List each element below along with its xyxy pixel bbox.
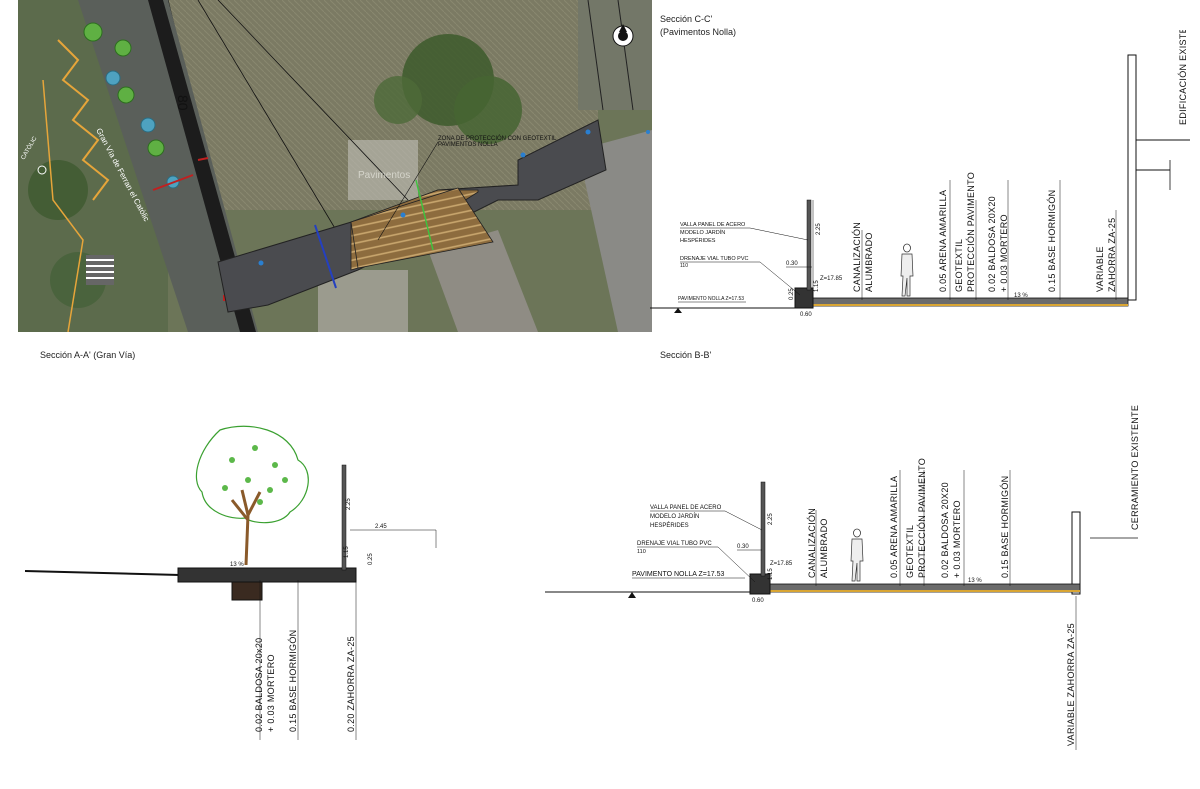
bb-dim-225: 2.25 (768, 513, 774, 525)
bb-label-baldosa-2: + 0.03 MORTERO (952, 500, 962, 578)
pavement-block (177, 567, 357, 583)
section-cc-title: Sección C-C' (660, 14, 713, 24)
bb-label-geo-1: GEOTEXTIL (905, 525, 915, 578)
aa-label-baldosa-1: 0.02 BALDOSA 20x20 (254, 638, 264, 732)
aa-dim-slope: 13 % (230, 562, 244, 568)
bb-label-drenaje-d: 110 (637, 549, 646, 555)
dim-z: Z=17.85 (820, 276, 843, 282)
bb-dim-030: 0.30 (737, 544, 749, 550)
label-valla-1: VALLA PANEL DE ACERO (680, 222, 746, 228)
human-figure-icon (900, 243, 914, 297)
bb-label-baldosa-1: 0.02 BALDOSA 20X20 (940, 482, 950, 578)
aa-dim-025: 0.25 (368, 553, 374, 565)
section-aa-title: Sección A-A' (Gran Vía) (40, 350, 136, 360)
label-edificacion-existente: EDIFICACIÓN EXISTENTE (1178, 30, 1188, 125)
zone-note-1: ZONA DE PROTECCIÓN CON GEOTEXTIL (438, 135, 557, 142)
label-variable-2: ZAHORRA ZA-25 (1107, 218, 1117, 292)
label-drenaje: DRENAJE VIAL TUBO PVC (680, 256, 748, 262)
bb-label-cerramiento: CERRAMIENTO EXISTENTE (1130, 405, 1140, 530)
section-cc-drawing: EDIFICACIÓN EXISTENTE PAVIMENTO NOLLA Z=… (650, 30, 1190, 318)
label-drenaje-d: 110 (680, 263, 688, 269)
bb-label-base: 0.15 BASE HORMIGÓN (1000, 476, 1010, 578)
bb-label-variable: VARIABLE ZAHORRA ZA-25 (1066, 623, 1076, 746)
building-block (578, 130, 652, 332)
label-canal-2: ALUMBRADO (864, 232, 874, 292)
bb-label-valla-2: MODELO JARDÍN (650, 513, 699, 520)
section-cc-subtitle: (Pavimentos Nolla) (660, 27, 737, 37)
existing-building-wall (1127, 54, 1137, 301)
zebra-crossing (86, 255, 114, 285)
tree-icon (195, 425, 309, 566)
dim-h-valla: 2.25 (816, 223, 822, 235)
bb-label-valla-1: VALLA PANEL DE ACERO (650, 505, 722, 511)
label-pavimento: PAVIMENTO NOLLA Z=17.53 (678, 296, 744, 302)
aa-fence-post (341, 464, 347, 571)
dim-115: 1.15 (814, 280, 820, 292)
label-variable-1: VARIABLE (1095, 246, 1105, 292)
label-valla-2: MODELO JARDÍN (680, 229, 725, 236)
bb-dim-060: 0.60 (752, 598, 764, 604)
plan-faint-text: Pavimentos (358, 170, 410, 181)
zone-note-2: PAVIMENTOS NOLLA (438, 142, 498, 148)
bb-label-valla-3: HESPÉRIDES (650, 522, 689, 529)
bb-label-pavimento: PAVIMENTO NOLLA Z=17.53 (632, 571, 725, 578)
section-aa-drawing: 13 % 2.25 2.45 1.15 0.25 0.02 BALDOSA 20… (24, 425, 437, 740)
aa-label-baldosa-2: + 0.03 MORTERO (266, 654, 276, 732)
bb-label-canal-2: ALUMBRADO (819, 518, 829, 578)
bb-curb (749, 573, 771, 595)
bb-dim-slope: 13 % (968, 578, 982, 584)
fence-post (806, 199, 812, 291)
dim-060: 0.60 (800, 312, 812, 318)
section-marker-bb (314, 224, 337, 289)
aa-label-base: 0.15 BASE HORMIGÓN (288, 630, 298, 732)
aa-dim-225: 2.25 (346, 498, 352, 510)
aerial-site-plan: Pavimentos ZONA DE PROTECCIÓN CON GEOTEX… (18, 0, 652, 332)
aa-label-zahorra: 0.20 ZAHORRA ZA-25 (346, 636, 356, 732)
north-arrow-icon (612, 24, 634, 47)
street-number: 80 (175, 95, 191, 111)
bb-dim-z: Z=17.85 (770, 561, 793, 567)
existing-enclosure (1071, 511, 1081, 595)
label-baldosa-1: 0.02 BALDOSA 20X20 (987, 196, 997, 292)
bb-dim-115: 1.15 (768, 568, 774, 580)
tree-pit (231, 581, 263, 601)
dim-025: 0.25 (789, 288, 795, 300)
aa-dim-245: 2.45 (375, 524, 387, 530)
curb (794, 287, 814, 309)
label-canal-1: CANALIZACIÓN (852, 222, 862, 292)
label-arena: 0.05 ARENA AMARILLA (938, 190, 948, 292)
label-geo-2: PROTECCIÓN PAVIMENTO (966, 172, 976, 292)
section-marker-cc (415, 179, 434, 251)
section-bb-title: Sección B-B' (660, 350, 712, 360)
dim-030: 0.30 (786, 261, 798, 267)
orange-path (57, 39, 110, 201)
gran-via-road (78, 0, 258, 332)
section-marker-aa (152, 174, 194, 191)
label-geo-1: GEOTEXTIL (954, 239, 964, 292)
dim-slope: 13 % (1014, 293, 1028, 299)
street-trees (83, 22, 180, 189)
section-bb-drawing: CERRAMIENTO EXISTENTE PAVIMENTO NOLLA Z=… (545, 405, 1140, 750)
bb-label-canal-1: CANALIZACIÓN (807, 508, 817, 578)
label-baldosa-2: + 0.03 MORTERO (999, 214, 1009, 292)
bb-label-drenaje: DRENAJE VIAL TUBO PVC (637, 541, 712, 547)
aa-dim-115: 1.15 (344, 546, 350, 558)
bb-label-arena: 0.05 ARENA AMARILLA (889, 476, 899, 578)
road-ground-line (24, 570, 181, 576)
bb-fence-post (760, 481, 766, 577)
label-base: 0.15 BASE HORMIGÓN (1047, 190, 1057, 292)
bb-label-geo-2: PROTECCIÓN PAVIMENTO (917, 458, 927, 578)
bb-human-figure-icon (850, 528, 864, 582)
label-valla-3: HESPÉRIDES (680, 237, 716, 244)
